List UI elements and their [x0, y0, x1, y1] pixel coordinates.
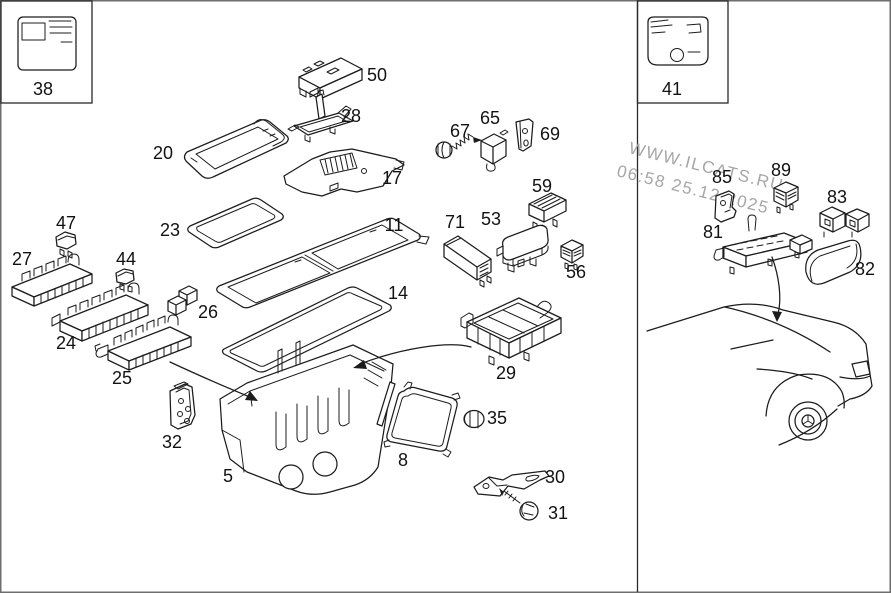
part-83-connector-housing — [819, 206, 870, 238]
part-callout-24[interactable]: 24 — [56, 333, 76, 353]
part-callout-5[interactable]: 5 — [223, 466, 233, 486]
part-32-retainer-plate — [169, 381, 196, 430]
part-callout-69[interactable]: 69 — [540, 124, 560, 144]
part-callout-20[interactable]: 20 — [153, 143, 173, 163]
part-callout-31[interactable]: 31 — [548, 503, 568, 523]
part-29-lower-fuse-box — [460, 297, 562, 366]
part-callout-30[interactable]: 30 — [545, 467, 565, 487]
part-callout-11[interactable]: 11 — [385, 215, 404, 235]
part-26-connector-pair — [167, 285, 198, 316]
part-25-fuse-strip — [94, 314, 192, 371]
part-47-fuse — [55, 231, 77, 259]
part-callout-82[interactable]: 82 — [855, 259, 875, 279]
part-callout-26[interactable]: 26 — [198, 302, 218, 322]
control-unit-card-icon — [647, 16, 709, 66]
part-callout-28[interactable]: 28 — [341, 106, 361, 126]
part-callout-50[interactable]: 50 — [367, 65, 387, 85]
part-callout-41[interactable]: 41 — [662, 79, 682, 99]
part-65-relay — [480, 129, 509, 172]
part-44-fuse — [115, 268, 135, 293]
part-8-seal-frame — [376, 381, 461, 458]
reference-box-41 — [636, 0, 729, 104]
part-53-control-module — [496, 224, 549, 273]
assembly-arrow-right — [353, 344, 472, 369]
part-callout-23[interactable]: 23 — [160, 220, 180, 240]
part-callout-67[interactable]: 67 — [450, 121, 470, 141]
callout-labels: 38 41 50 28 20 17 23 11 14 47 27 44 24 2… — [12, 65, 875, 523]
part-callout-59[interactable]: 59 — [532, 176, 552, 196]
part-71-control-module — [443, 235, 492, 288]
locator-arrow-right-panel — [771, 256, 782, 322]
part-82-cover-shell — [805, 239, 862, 285]
part-callout-8[interactable]: 8 — [398, 450, 408, 470]
part-28-bracket — [287, 89, 354, 143]
part-14-long-gasket — [221, 286, 392, 373]
part-callout-27[interactable]: 27 — [12, 249, 32, 269]
watermark: WWW.ILCATS.RU 06:58 25.12.2025 — [615, 138, 786, 217]
part-callout-44[interactable]: 44 — [116, 249, 136, 269]
car-rear-outline — [646, 303, 873, 446]
part-callout-65[interactable]: 65 — [480, 108, 500, 128]
part-20-cover — [183, 119, 289, 179]
part-11-relay-frame — [216, 217, 430, 309]
part-callout-17[interactable]: 17 — [382, 168, 402, 188]
part-27-fuse-block — [11, 253, 93, 307]
part-17-mounting-plate — [283, 148, 405, 197]
part-69-bracket — [515, 118, 534, 152]
part-5-main-housing — [219, 340, 394, 495]
part-callout-25[interactable]: 25 — [112, 368, 132, 388]
assembly-arrow-left — [169, 361, 258, 401]
part-50-relay-carrier — [298, 57, 363, 100]
part-callout-71[interactable]: 71 — [445, 212, 465, 232]
part-67-screw — [435, 133, 482, 159]
part-35-grommet-nut — [463, 409, 485, 429]
part-23-gasket — [187, 197, 284, 249]
part-callout-81[interactable]: 81 — [703, 222, 723, 242]
part-callout-14[interactable]: 14 — [388, 283, 408, 303]
part-callout-89[interactable]: 89 — [771, 160, 791, 180]
part-callout-53[interactable]: 53 — [481, 209, 501, 229]
part-31-screw — [499, 488, 539, 521]
part-81-fuse-holder — [713, 214, 813, 275]
part-30-bracket-strip — [473, 470, 550, 497]
part-callout-35[interactable]: 35 — [487, 408, 507, 428]
part-callout-29[interactable]: 29 — [496, 363, 516, 383]
part-59-relay — [528, 192, 567, 234]
part-56-relay — [560, 239, 584, 271]
part-callout-47[interactable]: 47 — [56, 213, 76, 233]
reference-box-38 — [0, 0, 93, 104]
part-89-relay — [773, 181, 799, 214]
part-callout-83[interactable]: 83 — [827, 187, 847, 207]
part-85-bracket — [714, 190, 737, 223]
part-callout-38[interactable]: 38 — [33, 79, 53, 99]
part-24-fuse-block — [51, 282, 149, 342]
part-callout-56[interactable]: 56 — [566, 262, 586, 282]
part-callout-85[interactable]: 85 — [712, 167, 732, 187]
label-card-icon — [17, 16, 77, 71]
part-callout-32[interactable]: 32 — [162, 432, 182, 452]
